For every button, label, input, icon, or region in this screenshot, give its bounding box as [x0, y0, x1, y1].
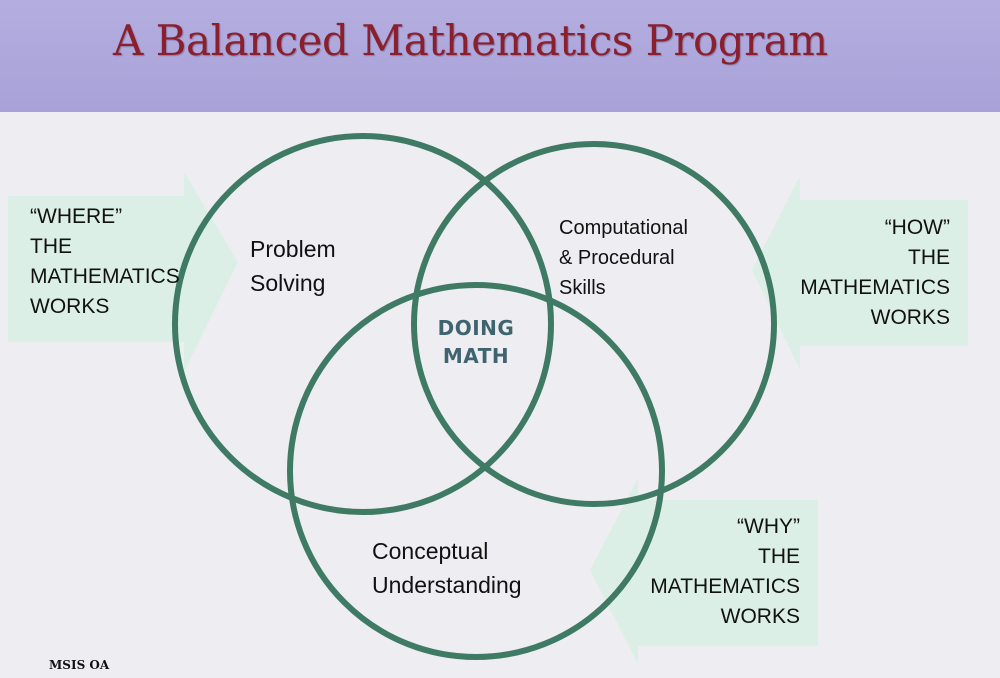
how-line-3: MATHEMATICS — [800, 276, 950, 299]
where-arrow — [8, 172, 238, 372]
how-line-1: “HOW” — [884, 216, 950, 239]
computational-skills-circle — [411, 141, 777, 507]
conceptual-understanding-circle — [287, 282, 665, 660]
footer-credit: MSIS OA — [49, 658, 110, 672]
why-line-1: “WHY” — [737, 515, 800, 538]
doing-math-line-1: DOING — [437, 316, 515, 340]
how-line-4: WORKS — [870, 306, 950, 329]
doing-math-line-2: MATH — [442, 344, 510, 368]
computational-skills-label: Computational & Procedural Skills — [559, 213, 688, 303]
doing-math-label: DOING MATH — [406, 314, 546, 370]
conceptual-line-2: Understanding — [372, 572, 522, 598]
where-line-4: WORKS — [30, 295, 110, 318]
computational-line-2: & Procedural — [559, 247, 675, 269]
conceptual-understanding-label: Conceptual Understanding — [372, 534, 522, 602]
conceptual-line-1: Conceptual — [372, 538, 489, 564]
where-line-1: “WHERE” — [30, 205, 123, 228]
how-line-2: THE — [908, 246, 950, 269]
why-line-2: THE — [758, 545, 800, 568]
problem-solving-line-1: Problem — [250, 236, 336, 262]
where-line-3: MATHEMATICS — [30, 265, 180, 288]
computational-line-1: Computational — [559, 217, 688, 239]
problem-solving-label: Problem Solving — [250, 232, 336, 300]
problem-solving-circle — [172, 133, 554, 515]
why-arrow-label: “WHY” THE MATHEMATICS WORKS — [620, 512, 800, 632]
why-arrow — [590, 478, 818, 664]
why-line-4: WORKS — [720, 605, 800, 628]
title-banner — [0, 0, 1000, 112]
where-arrow-label: “WHERE” THE MATHEMATICS WORKS — [30, 202, 180, 322]
how-arrow-label: “HOW” THE MATHEMATICS WORKS — [770, 213, 950, 333]
computational-line-3: Skills — [559, 277, 606, 299]
where-line-2: THE — [30, 235, 72, 258]
how-arrow — [752, 176, 968, 370]
why-line-3: MATHEMATICS — [650, 575, 800, 598]
page-title: A Balanced Mathematics Program — [113, 16, 828, 65]
problem-solving-line-2: Solving — [250, 270, 326, 296]
